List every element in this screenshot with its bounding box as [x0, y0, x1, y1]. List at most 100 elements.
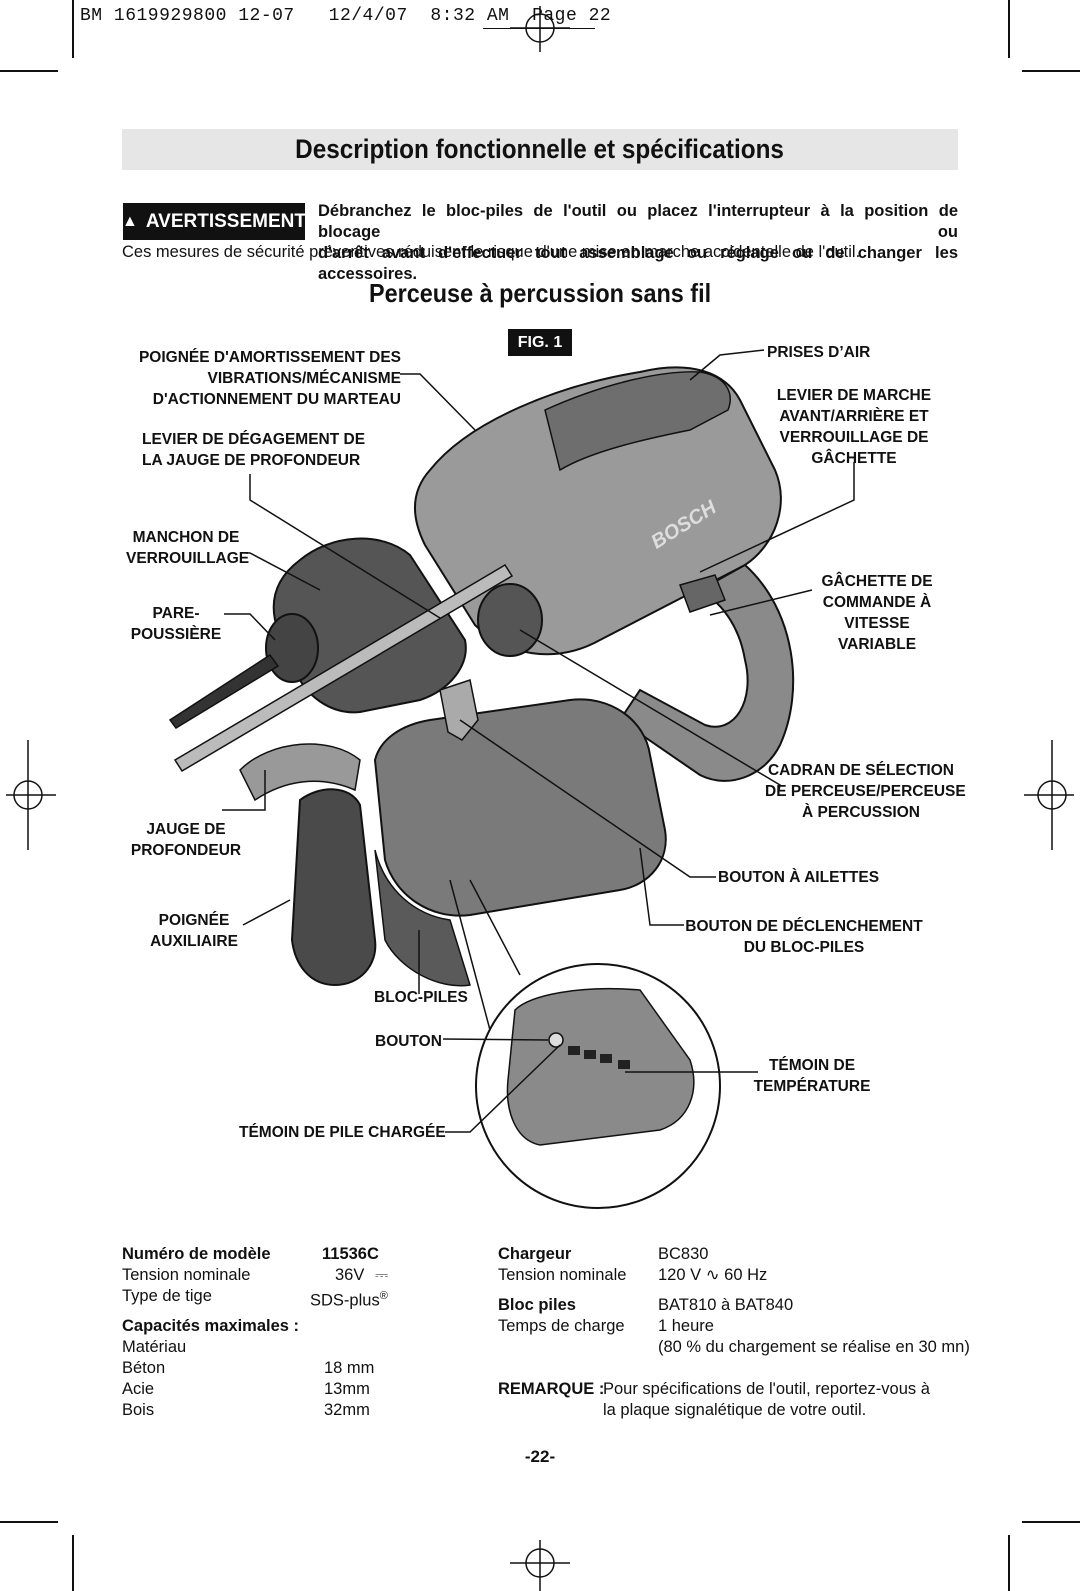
callout-line: D'ACTIONNEMENT DU MARTEAU: [152, 391, 401, 408]
capacity-row-value: 32mm: [324, 1401, 370, 1419]
section-title-bar: Description fonctionnelle et spécificati…: [122, 129, 958, 170]
temp-led: [618, 1060, 630, 1069]
callout-button: BOUTON: [375, 1033, 442, 1050]
capacity-row-label: Bois: [122, 1401, 155, 1419]
note-line-2: la plaque signalétique de votre outil.: [603, 1401, 867, 1419]
capacities-label: Capacités maximales :: [122, 1317, 300, 1335]
charger-value: BC830: [658, 1245, 709, 1263]
shank-value: SDS-plus®: [310, 1286, 388, 1312]
model-label: Numéro de modèle: [122, 1245, 271, 1263]
battery-body: [373, 698, 667, 917]
callout-fwd-rev-lever: LEVIER DE MARCHE AVANT/ARRIÈRE ET VERROU…: [760, 385, 948, 469]
charger-voltage-number: 120 V: [658, 1266, 702, 1284]
callout-battery-pack: BLOC-PILES: [374, 989, 468, 1006]
callout-depth-gauge: JAUGE DE PROFONDEUR: [130, 819, 242, 861]
battery-front: [374, 849, 471, 987]
crop-mark: [1008, 0, 1010, 58]
charger-voltage-value: 120 V ∿ 60 Hz: [658, 1265, 767, 1286]
callout-wing-button: BOUTON À AILETTES: [718, 869, 880, 886]
crop-mark: [72, 0, 74, 58]
charge-led-2: [584, 1050, 596, 1059]
callout-trigger: GÂCHETTE DE COMMANDE À VITESSE VARIABLE: [812, 571, 942, 655]
callout-line: DE PERCEUSE/PERCEUSE: [765, 783, 966, 800]
trigger: [679, 574, 726, 613]
callout-line: PARE-: [152, 605, 200, 622]
registration-target-left: [6, 740, 56, 850]
registration-target-bottom: [510, 1540, 570, 1591]
callout-line: MANCHON DE: [132, 529, 240, 546]
charge-led-1: [568, 1046, 580, 1055]
callout-line: AUXILIAIRE: [150, 933, 238, 950]
material-label: Matériau: [122, 1338, 187, 1356]
drill-bit: [168, 653, 280, 729]
callout-vibration-handle: POIGNÉE D'AMORTISSEMENT DES VIBRATIONS/M…: [139, 347, 401, 410]
note-line-1: Pour spécifications de l'outil, reportez…: [603, 1380, 930, 1398]
aux-handle: [290, 788, 377, 987]
charge-time-label: Temps de charge: [498, 1317, 625, 1335]
registration-target-right: [1024, 740, 1074, 850]
warning-badge: ▲ AVERTISSEMENT: [122, 203, 306, 240]
tool-title: Perceuse à percussion sans fil: [0, 278, 1080, 309]
callout-line: VARIABLE: [837, 636, 917, 653]
charger-label: Chargeur: [498, 1245, 572, 1263]
capacity-row-value: 18 mm: [324, 1359, 375, 1377]
warning-line-1: Débranchez le bloc-piles de l'outil ou p…: [318, 202, 958, 241]
callout-line: JAUGE DE: [146, 821, 226, 838]
battery-detail-body: [506, 987, 695, 1146]
callout-aux-handle: POIGNÉE AUXILIAIRE: [146, 910, 242, 952]
callout-battery-release: BOUTON DE DÉCLENCHEMENT DU BLOC-PILES: [685, 916, 923, 958]
callout-line: À PERCUSSION: [802, 804, 920, 821]
callout-line: VITESSE: [844, 615, 910, 632]
charger-voltage-label: Tension nominale: [498, 1266, 627, 1284]
charger-frequency: 60 Hz: [724, 1266, 768, 1284]
callout-line: TEMPÉRATURE: [753, 1078, 871, 1095]
leader-lines: [222, 349, 855, 1133]
section-title: Description fonctionnelle et spécificati…: [295, 134, 785, 164]
callout-line: COMMANDE À: [822, 594, 932, 611]
voltage-value: 36V ⎓: [335, 1265, 388, 1286]
page-number: -22-: [524, 1447, 556, 1466]
callout-line: AVANT/ARRIÈRE ET: [779, 408, 929, 425]
charge-note: (80 % du chargement se réalise en 30 mn): [658, 1338, 970, 1356]
callout-dust-shield: PARE- POUSSIÈRE: [130, 603, 222, 645]
warning-line-2: d'arrêt avant d'effectuer tout assemblag…: [318, 244, 958, 283]
callout-depth-gauge-release: LEVIER DE DÉGAGEMENT DE LA JAUGE DE PROF…: [142, 429, 366, 471]
capacity-row-label: Acie: [122, 1380, 155, 1398]
crop-mark: [1022, 70, 1080, 72]
charge-led-3: [600, 1054, 612, 1063]
housing-top-panel: [544, 371, 731, 472]
callout-line: POUSSIÈRE: [130, 626, 222, 643]
battery-button-detail: [548, 1032, 564, 1048]
charge-time-value: 1 heure: [658, 1317, 714, 1335]
callout-line: VIBRATIONS/MÉCANISME: [207, 370, 401, 387]
callout-line: PROFONDEUR: [130, 842, 242, 859]
capacity-row-value: 13mm: [324, 1380, 370, 1398]
mode-selector-dial: [477, 583, 543, 657]
crop-mark: [72, 1535, 74, 1591]
print-header: BM 1619929800 12-07 12/4/07 8:32 AM Page…: [80, 6, 612, 26]
aux-handle-collar: [239, 743, 361, 802]
dust-shield: [265, 613, 319, 683]
safety-note: Ces mesures de sécurité préventives rédu…: [122, 243, 861, 261]
callout-line: POIGNÉE D'AMORTISSEMENT DES: [138, 349, 401, 366]
registration-target-top: [510, 6, 570, 52]
callout-line: LEVIER DE DÉGAGEMENT DE: [142, 431, 366, 448]
callout-line: BOUTON DE DÉCLENCHEMENT: [685, 918, 923, 935]
crop-mark: [1008, 1535, 1010, 1591]
crop-mark: [1022, 1521, 1080, 1523]
callout-locking-sleeve: MANCHON DE VERROUILLAGE: [126, 527, 249, 569]
crop-mark: [0, 1521, 58, 1523]
model-value: 11536C: [322, 1245, 379, 1263]
shank-value-text: SDS-plus: [310, 1291, 380, 1310]
battery-value: BAT810 à BAT840: [658, 1296, 794, 1314]
callout-line: TÉMOIN DE: [768, 1057, 856, 1074]
warning-triangle-icon: ▲: [122, 212, 138, 230]
registered-mark: ®: [379, 1290, 388, 1302]
ac-symbol-icon: ∿: [705, 1266, 720, 1284]
crop-mark: [0, 70, 58, 72]
callout-mode-selector: CADRAN DE SÉLECTION DE PERCEUSE/PERCEUSE…: [765, 760, 966, 823]
callout-line: GÂCHETTE: [811, 450, 897, 467]
callout-line: LEVIER DE MARCHE: [776, 387, 932, 404]
callout-temp-indicator: TÉMOIN DE TEMPÉRATURE: [752, 1055, 872, 1097]
tool-title-text: Perceuse à percussion sans fil: [368, 278, 712, 308]
